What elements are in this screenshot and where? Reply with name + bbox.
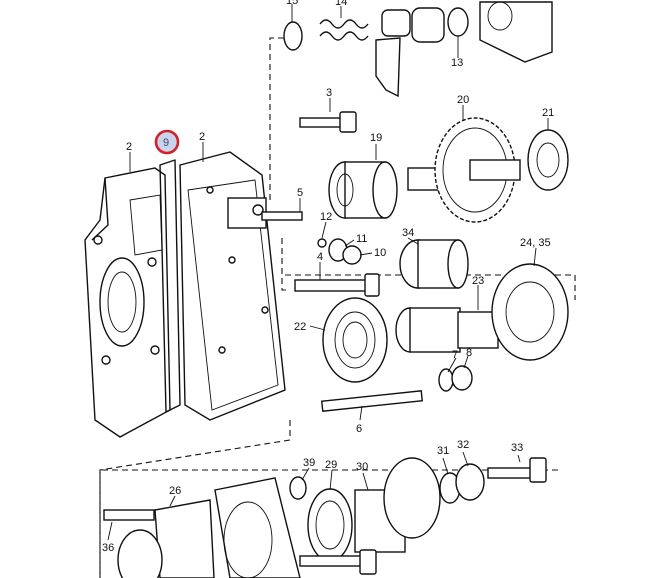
- label-part-14: 14: [335, 0, 347, 8]
- label-part-15: 15: [286, 0, 298, 7]
- bearing-part-22: [322, 297, 388, 383]
- bearing-part-24-35: [491, 263, 569, 361]
- label-part-22: 22: [294, 321, 306, 333]
- label-part-29: 29: [325, 459, 337, 471]
- gear-part-20: [407, 117, 521, 223]
- bolt-part-4: [294, 273, 380, 297]
- label-part-30: 30: [356, 461, 368, 473]
- label-part-4: 4: [317, 251, 323, 263]
- label-part-21: 21: [542, 107, 554, 119]
- label-part-11: 11: [356, 233, 367, 245]
- label-part-32: 32: [457, 439, 469, 451]
- label-part-23: 23: [472, 275, 484, 287]
- bottom-flange-assembly: [103, 457, 547, 578]
- label-part-3: 3: [326, 87, 332, 99]
- nut-part-7-washer-part-8: [438, 365, 473, 392]
- stud-part-6: [320, 390, 424, 412]
- part-labels: 2 2 9 15 14 13 3 20 21 19 5 12 11 10 4 3…: [102, 0, 554, 554]
- label-part-36: 36: [102, 542, 114, 554]
- fasteners-5-10-11-12: [261, 211, 362, 265]
- gearbox-housing-left: [84, 167, 171, 438]
- label-part-24-35: 24, 35: [520, 237, 551, 249]
- label-part-20: 20: [457, 94, 469, 106]
- gasket-part-9: [159, 159, 181, 413]
- shaft-part-23: [395, 307, 499, 353]
- label-part-2-left: 2: [126, 141, 132, 153]
- label-part-9[interactable]: 9: [163, 137, 169, 149]
- label-part-33: 33: [511, 442, 523, 454]
- shift-fork-assembly: [283, 1, 553, 98]
- label-part-39: 39: [303, 457, 315, 469]
- label-part-13: 13: [451, 57, 463, 69]
- leader-lines: [107, 4, 549, 541]
- label-part-34: 34: [402, 227, 414, 239]
- label-part-7: 7: [452, 349, 458, 361]
- label-part-19: 19: [370, 132, 382, 144]
- label-part-12: 12: [320, 211, 332, 223]
- label-part-5: 5: [297, 187, 303, 199]
- label-part-2-right: 2: [199, 131, 205, 143]
- bearing-part-21: [527, 129, 569, 191]
- label-part-31: 31: [437, 445, 449, 457]
- coupling-sleeve-part-19: [328, 161, 398, 219]
- label-part-8: 8: [466, 347, 472, 359]
- highlight-marker: [154, 129, 180, 155]
- gearbox-housing-right: [179, 151, 286, 421]
- label-part-6: 6: [356, 423, 362, 435]
- bolt-part-3: [299, 111, 357, 133]
- label-part-26: 26: [169, 485, 181, 497]
- splined-hub-part-34: [399, 239, 469, 289]
- label-part-10: 10: [374, 247, 386, 259]
